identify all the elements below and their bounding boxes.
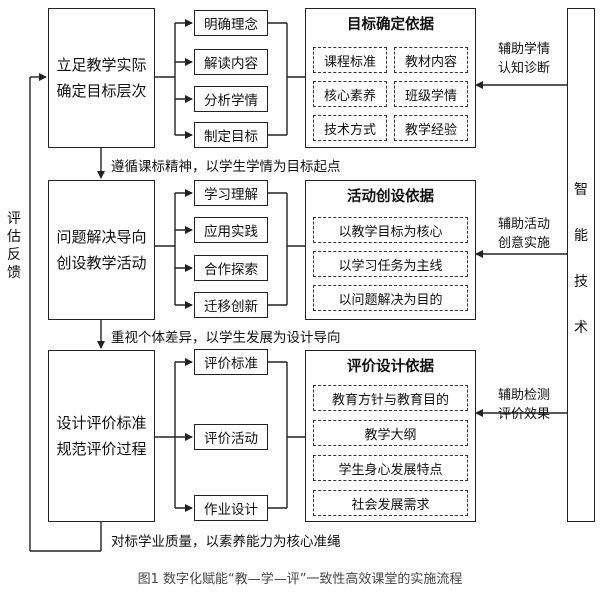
step-box: 明确理念 <box>194 10 268 36</box>
basis-item: 核心素养 <box>313 81 387 107</box>
assist-label: 辅助活动 创意实施 <box>497 217 550 251</box>
step-box: 合作探索 <box>194 255 268 281</box>
main-box-goals: 立足教学实际 确定目标层次 <box>48 8 155 148</box>
panel-goal-basis: 目标确定依据 课程标准 教材内容 核心素养 班级学情 技术方式 教学经验 <box>305 8 476 148</box>
basis-item: 教学经验 <box>394 115 468 141</box>
basis-item: 教学大纲 <box>313 420 468 446</box>
panel-title: 评价设计依据 <box>347 359 434 375</box>
panel-activity-basis: 活动创设依据 以教学目标为核心 以学习任务为主线 以问题解决为目的 <box>305 180 476 320</box>
basis-item: 技术方式 <box>313 115 387 141</box>
basis-item: 课程标准 <box>313 47 387 73</box>
main-box-activities: 问题解决导向 创设教学活动 <box>48 180 155 320</box>
step-box: 迁移创新 <box>194 292 268 318</box>
main-box-evaluation: 设计评价标准 规范评价过程 <box>48 350 155 522</box>
assist-label: 辅助检测 评价效果 <box>497 388 550 422</box>
feedback-label: 评 估 反 馈 <box>7 211 21 281</box>
connector-label: 重视个体差异，以学生发展为设计导向 <box>111 330 341 346</box>
step-box: 评价标准 <box>194 349 268 375</box>
basis-item: 社会发展需求 <box>313 490 468 516</box>
connector-label: 遵循课标精神，以学生学情为目标起点 <box>111 159 341 175</box>
basis-item: 以教学目标为核心 <box>313 217 468 243</box>
step-box: 制定目标 <box>194 122 268 148</box>
step-box: 分析学情 <box>194 86 268 112</box>
basis-item: 学生身心发展特点 <box>313 455 468 481</box>
basis-item: 以问题解决为目的 <box>313 285 468 311</box>
panel-title: 活动创设依据 <box>347 189 434 205</box>
step-box: 解读内容 <box>194 49 268 75</box>
panel-title: 目标确定依据 <box>347 17 434 33</box>
basis-item: 以学习任务为主线 <box>313 251 468 277</box>
step-box: 应用实践 <box>194 217 268 243</box>
step-box: 作业设计 <box>194 495 268 521</box>
basis-item: 班级学情 <box>394 81 468 107</box>
panel-evaluation-basis: 评价设计依据 教育方针与教育目的 教学大纲 学生身心发展特点 社会发展需求 <box>305 350 476 522</box>
step-box: 评价活动 <box>194 424 268 450</box>
connector-label: 对标学业质量，以素养能力为核心准绳 <box>111 534 341 550</box>
figure-caption: 图1 数字化赋能“教—学—评”一致性高效课堂的实施流程 <box>137 572 463 587</box>
tech-column: 智 能 技 术 <box>567 8 595 522</box>
basis-item: 教材内容 <box>394 47 468 73</box>
basis-item: 教育方针与教育目的 <box>313 385 468 411</box>
assist-label: 辅助学情 认知诊断 <box>497 42 550 76</box>
step-box: 学习理解 <box>194 180 268 206</box>
